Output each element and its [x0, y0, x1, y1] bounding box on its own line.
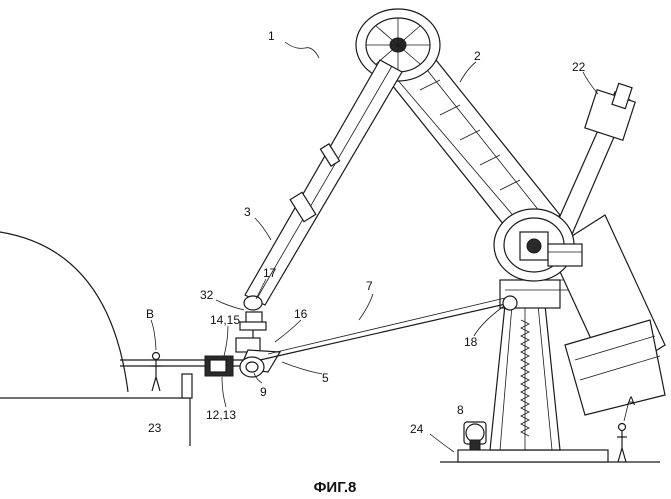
label-7: 7: [366, 279, 373, 293]
label-8: 8: [457, 403, 464, 417]
label-1: 1: [268, 29, 275, 43]
worker-b-figure: [151, 353, 161, 392]
label-14-15: 14,15: [210, 313, 240, 327]
label-23: 23: [148, 421, 162, 435]
label-5: 5: [322, 371, 329, 385]
label-17: 17: [263, 266, 277, 280]
motor-8: [464, 422, 486, 450]
label-b: B: [146, 307, 154, 321]
label-18: 18: [464, 335, 478, 349]
label-12-13: 12,13: [206, 408, 236, 422]
label-a: A: [627, 394, 635, 408]
label-24: 24: [410, 422, 424, 436]
worker-a-figure: [617, 424, 627, 463]
label-9: 9: [260, 385, 267, 399]
label-3: 3: [244, 205, 251, 219]
label-16: 16: [294, 307, 308, 321]
label-22: 22: [572, 60, 586, 74]
base-plate: [458, 450, 608, 462]
label-2: 2: [474, 49, 481, 63]
pulley-18: [503, 296, 517, 310]
figure-caption: ФИГ.8: [314, 479, 357, 496]
label-32: 32: [200, 288, 214, 302]
